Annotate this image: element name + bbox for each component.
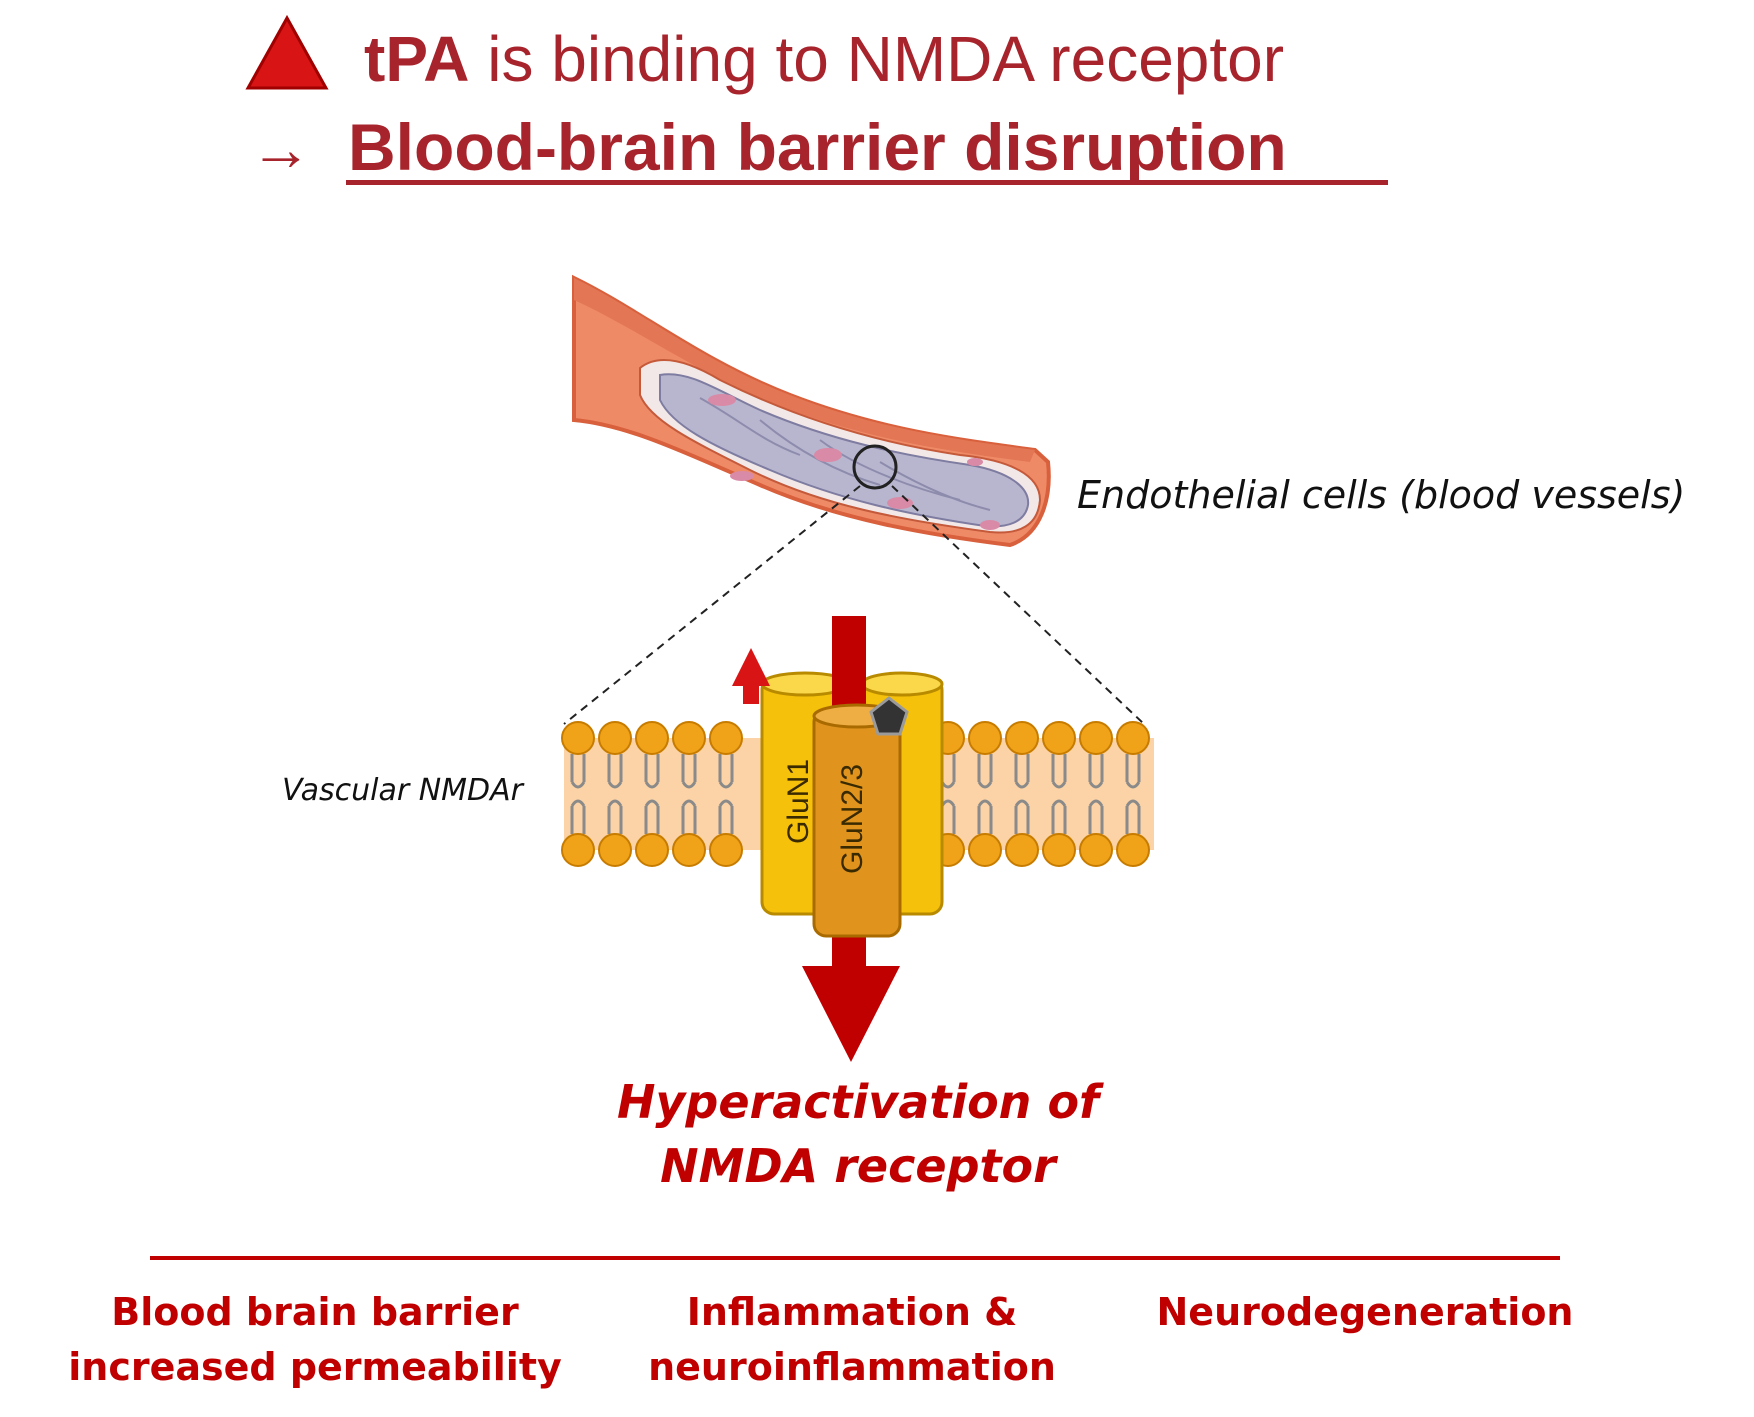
svg-text:neuroinflammation: neuroinflammation	[648, 1345, 1056, 1389]
lipid-head	[1042, 833, 1076, 867]
lipid-head	[598, 721, 632, 755]
lipid-head	[561, 833, 595, 867]
zoom-line-right	[891, 485, 1145, 725]
lipid-tail	[1014, 754, 1030, 834]
lipid-head	[709, 833, 743, 867]
lipid-head	[672, 833, 706, 867]
up-triangle-icon	[245, 14, 329, 90]
lipid-head	[1042, 721, 1076, 755]
result-line2: NMDA receptor	[660, 1139, 1059, 1193]
lipid-head	[1116, 833, 1150, 867]
lipid-head	[1116, 721, 1150, 755]
blood-vessel	[572, 274, 1051, 548]
lipid-heads	[561, 721, 1150, 867]
header-arrow: →	[250, 115, 312, 184]
svg-text:Inflammation &: Inflammation &	[687, 1290, 1018, 1334]
nucleus	[814, 448, 842, 462]
lipid-tail	[977, 754, 993, 834]
lipid-tail	[1051, 754, 1067, 834]
nucleus	[730, 471, 754, 481]
nmda-receptor: GluN1 GluN2/3	[732, 616, 944, 1062]
nucleus	[980, 520, 1000, 530]
lipid-head	[1005, 833, 1039, 867]
glun23-label: GluN2/3	[836, 764, 869, 874]
divider-line	[150, 1256, 1560, 1260]
svg-text:Neurodegeneration: Neurodegeneration	[1157, 1290, 1574, 1334]
cell-boundaries	[699, 397, 991, 511]
outcome-inflammation: Inflammation & neuroinflammation	[648, 1290, 1056, 1389]
header-line1-rest: is binding to NMDA receptor	[487, 23, 1284, 95]
lipid-head	[635, 721, 669, 755]
header-line1: tPA is binding to NMDA receptor	[364, 23, 1284, 95]
lipid-head	[1005, 721, 1039, 755]
lipid-tail	[681, 754, 697, 834]
lipid-tail	[1088, 754, 1104, 834]
svg-text:Blood brain barrier: Blood brain barrier	[111, 1290, 519, 1334]
lipid-head	[672, 721, 706, 755]
lipid-head	[635, 833, 669, 867]
zoom-line-left	[563, 485, 861, 725]
lipid-tail	[644, 754, 660, 834]
up-arrow-shaft	[743, 682, 759, 704]
lipid-head	[1079, 833, 1113, 867]
svg-text:increased permeability: increased permeability	[68, 1345, 562, 1389]
lipid-head	[968, 833, 1002, 867]
header-line2: Blood-brain barrier disruption	[348, 110, 1287, 184]
down-arrow-icon	[802, 966, 900, 1062]
lipid-head	[1079, 721, 1113, 755]
outcome-neurodegeneration: Neurodegeneration	[1157, 1290, 1574, 1334]
nucleus	[887, 497, 913, 509]
lipid-head	[561, 721, 595, 755]
result-line1: Hyperactivation of	[617, 1075, 1104, 1129]
lipid-tail	[1125, 754, 1141, 834]
lipid-tail	[570, 754, 586, 834]
pentagon-ligand-icon	[869, 696, 909, 736]
nucleus	[967, 458, 983, 466]
endothelial-label: Endothelial cells (blood vessels)	[1077, 473, 1685, 517]
header-tpa: tPA	[364, 23, 469, 95]
vascular-label: Vascular NMDAr	[282, 773, 525, 808]
vessel-lumen	[659, 373, 1030, 528]
glun1-label: GluN1	[782, 759, 815, 844]
zoom-circle-icon	[852, 444, 898, 490]
outcome-blood-brain-barrier: Blood brain barrier increased permeabili…	[68, 1290, 562, 1389]
up-arrow-icon	[732, 648, 770, 686]
lipid-tail	[607, 754, 623, 834]
header: tPA is binding to NMDA receptor → Blood-…	[245, 14, 1388, 185]
lipid-head	[598, 833, 632, 867]
nucleus	[708, 394, 736, 406]
header-underline	[346, 180, 1388, 185]
lipid-tail	[718, 754, 734, 834]
lipid-head	[968, 721, 1002, 755]
lipid-head	[709, 721, 743, 755]
